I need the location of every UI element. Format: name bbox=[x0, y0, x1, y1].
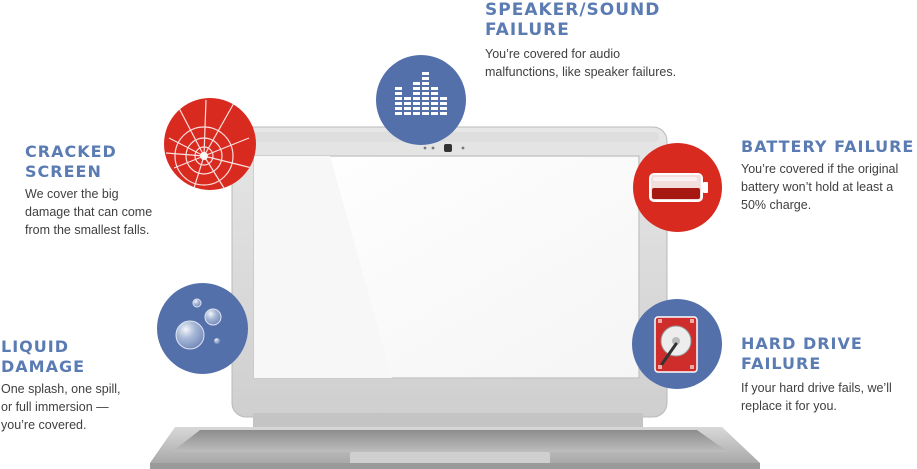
hard-drive-description: If your hard drive fails, we’ll replace … bbox=[741, 381, 892, 413]
battery-circle bbox=[633, 143, 722, 232]
cracked-screen-description: We cover the big damage that can come fr… bbox=[25, 187, 153, 237]
speaker-feature: SPEAKER/SOUND FAILURE You’re covered for… bbox=[485, 0, 745, 81]
battery-feature: BATTERY FAILURE You’re covered if the or… bbox=[741, 137, 917, 214]
speaker-description: You’re covered for audio malfunctions, l… bbox=[485, 47, 677, 79]
liquid-damage-description: One splash, one spill, or full immersion… bbox=[1, 382, 121, 432]
equalizer-icon bbox=[395, 72, 447, 115]
liquid-damage-title: LIQUID DAMAGE bbox=[1, 337, 86, 376]
hard-drive-circle bbox=[632, 299, 722, 389]
cracked-screen-circle bbox=[164, 98, 256, 190]
cracked-glass-icon bbox=[165, 99, 253, 189]
hard-drive-feature: HARD DRIVE FAILURE If your hard drive fa… bbox=[741, 334, 917, 415]
liquid-damage-feature: LIQUID DAMAGE One splash, one spill, or … bbox=[1, 337, 161, 434]
battery-description: You’re covered if the original battery w… bbox=[741, 162, 899, 212]
battery-icon bbox=[649, 173, 708, 202]
speaker-title: SPEAKER/SOUND FAILURE bbox=[485, 0, 661, 40]
speaker-circle bbox=[376, 55, 466, 145]
cracked-screen-feature: CRACKED SCREEN We cover the big damage t… bbox=[25, 142, 195, 239]
battery-title: BATTERY FAILURE bbox=[741, 137, 915, 156]
hard-drive-icon bbox=[654, 316, 698, 373]
cracked-screen-title: CRACKED SCREEN bbox=[25, 142, 117, 181]
liquid-damage-circle bbox=[157, 283, 248, 374]
hard-drive-title: HARD DRIVE FAILURE bbox=[741, 334, 863, 373]
water-droplets-icon bbox=[175, 298, 222, 350]
